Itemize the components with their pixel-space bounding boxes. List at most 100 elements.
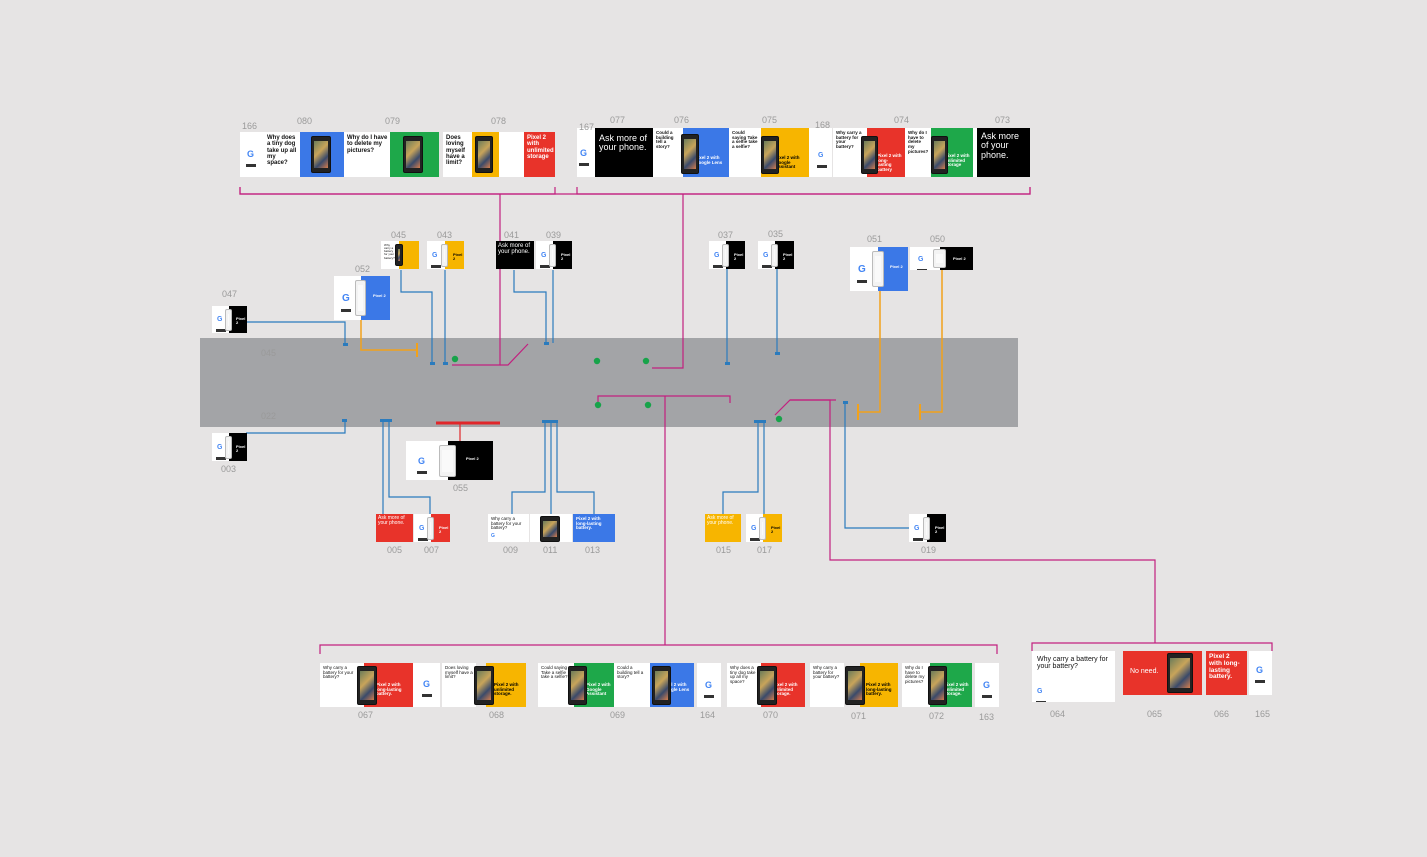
phone-screen bbox=[360, 671, 374, 700]
board-078-copy: Does loving myself have a limit? bbox=[443, 132, 473, 177]
board-id-label: 068 bbox=[489, 710, 505, 720]
blue-link-041 bbox=[513, 270, 547, 343]
pixel2-label: Pixel 2 bbox=[466, 456, 479, 461]
board-013-panel bbox=[573, 514, 615, 542]
google-logo-icon: G bbox=[418, 456, 426, 466]
board-067-gap bbox=[413, 663, 417, 707]
board-copy-text: Does loving myself have a limit? bbox=[445, 665, 473, 680]
board-id-label: 072 bbox=[929, 711, 945, 721]
mini-brand-mark bbox=[917, 269, 927, 270]
board-074-delete-copy: Why do I have to delete my pictures? bbox=[905, 128, 931, 177]
blue-mount-bar bbox=[380, 419, 392, 422]
phone-screen bbox=[444, 249, 445, 262]
phone-screen bbox=[442, 450, 453, 472]
board-id-label: 070 bbox=[763, 710, 779, 720]
board-copy-text: Ask more of your phone. bbox=[981, 131, 1020, 160]
phone-screen bbox=[774, 249, 775, 262]
board-copy-text: No need. bbox=[1130, 668, 1159, 675]
billboard-013[interactable]: Pixel 2 with long-lasting battery. bbox=[573, 514, 615, 542]
board-073: Ask more of your phone. bbox=[977, 128, 1030, 177]
road-segment bbox=[200, 338, 1018, 427]
billboard-164[interactable]: G bbox=[697, 663, 721, 707]
billboard-068[interactable]: Does loving myself have a limit?Pixel 2 … bbox=[442, 663, 526, 707]
road-label-upper: 045 bbox=[261, 348, 277, 358]
pixel2-label: Pixel 2 bbox=[439, 525, 449, 535]
billboard-055[interactable]: G Pixel 2 bbox=[406, 441, 493, 480]
phone-image bbox=[225, 309, 232, 331]
billboard-165[interactable]: G bbox=[1249, 651, 1272, 695]
billboard-064[interactable]: Why carry a battery for your battery?G bbox=[1032, 651, 1115, 702]
pixel2-label: Pixel 2 bbox=[771, 525, 781, 535]
board-id-label: 165 bbox=[1255, 709, 1271, 719]
board-id-label: 163 bbox=[979, 712, 995, 722]
blue-mount-tick bbox=[342, 419, 347, 422]
phone-screen bbox=[684, 139, 696, 169]
board-id-label: 073 bbox=[995, 115, 1011, 125]
billboard-066[interactable]: Pixel 2 with long-lasting battery. bbox=[1206, 651, 1247, 695]
orange-link-052 bbox=[360, 320, 417, 351]
phone-image bbox=[928, 666, 947, 705]
blue-link-003 bbox=[246, 421, 346, 434]
mini-brand-mark bbox=[750, 538, 760, 541]
phone-screen bbox=[571, 671, 584, 700]
phone-image bbox=[681, 134, 699, 174]
board-id-label: 035 bbox=[768, 229, 784, 239]
phone-screen bbox=[543, 521, 557, 537]
board-left-panel bbox=[910, 247, 940, 270]
board-right-panel: Pixel 2 bbox=[940, 247, 973, 270]
board-id-label: 074 bbox=[894, 115, 910, 125]
board-copy-text: Could a building tell a story? bbox=[617, 665, 644, 680]
phone-screen bbox=[398, 249, 400, 261]
billboard-041[interactable]: Ask more of your phone. bbox=[496, 241, 534, 269]
board-045-text: Why carry a battery for your battery? bbox=[384, 243, 395, 260]
blue-link-013 bbox=[556, 421, 595, 514]
billboard-163[interactable]: G bbox=[975, 663, 999, 707]
board-copy-text: Pixel 2 with long-lasting battery bbox=[877, 153, 902, 173]
billboard-045[interactable]: Why carry a battery for your battery? bbox=[381, 241, 419, 269]
blue-mount-bar bbox=[542, 420, 558, 423]
pixel2-label: Pixel 2 bbox=[734, 252, 744, 262]
board-copy-text: Why does a tiny dog take up all my space… bbox=[267, 135, 297, 167]
board-071-copy: Why carry a battery for your battery? bbox=[810, 663, 844, 707]
board-copy-text: Could saying Take a selfie take a selfie… bbox=[732, 130, 758, 150]
board-right-panel: Pixel 2 bbox=[927, 514, 946, 542]
billboard-009[interactable]: Why carry a battery for your battery?G bbox=[488, 514, 529, 542]
phone-screen bbox=[314, 141, 328, 168]
board-id-label: 166 bbox=[242, 121, 258, 131]
billboard-037[interactable]: G Pixel 2 bbox=[709, 241, 745, 269]
board-069-building-copy: Could a building tell a story? bbox=[614, 663, 650, 707]
phone-image bbox=[722, 244, 729, 267]
phone-image bbox=[652, 666, 671, 705]
board-080-copy: Why does a tiny dog take up all my space… bbox=[264, 132, 300, 177]
billboard-015[interactable]: Ask more of your phone. bbox=[705, 514, 741, 542]
green-marker-dot bbox=[594, 401, 602, 409]
billboard-005[interactable]: Ask more of your phone. bbox=[376, 514, 413, 542]
billboard-071[interactable]: Why carry a battery for your battery?Pix… bbox=[810, 663, 898, 707]
billboard-067[interactable]: Why carry a battery for your battery?Pix… bbox=[320, 663, 440, 707]
google-logo-icon: G bbox=[714, 252, 720, 259]
billboard-069[interactable]: Could saying Take a selfie take a selfie… bbox=[538, 663, 694, 707]
billboard-011[interactable] bbox=[530, 514, 572, 542]
board-left-panel bbox=[536, 241, 553, 269]
google-logo-icon: G bbox=[541, 252, 547, 259]
billboard-072[interactable]: Why do I have to delete my pictures?Pixe… bbox=[902, 663, 972, 707]
phone-screen bbox=[1170, 658, 1190, 688]
board-copy-text: Pixel 2 with Google Lens bbox=[662, 682, 690, 692]
billboard-070[interactable]: Why does a tiny dog take up all my space… bbox=[727, 663, 805, 707]
billboard-065[interactable]: No need. bbox=[1123, 651, 1202, 695]
mini-brand-mark bbox=[817, 165, 827, 168]
